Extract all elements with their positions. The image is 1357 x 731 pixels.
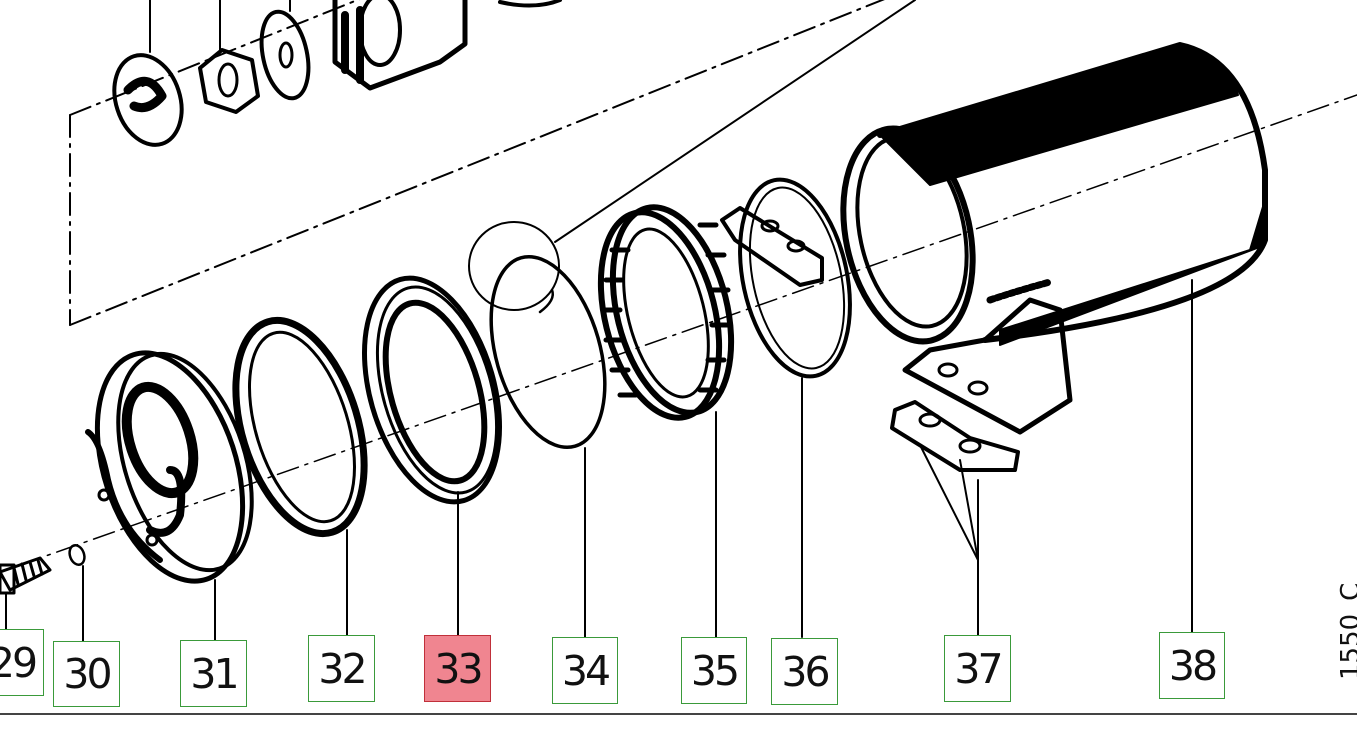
lower-assembly-axis	[69, 0, 885, 326]
bolt-part	[0, 556, 52, 631]
flat-ring-part	[361, 275, 503, 638]
callout-38[interactable]: 38	[1159, 632, 1225, 699]
parts-centerline	[19, 94, 1357, 566]
callout-29-label: 29	[0, 638, 38, 687]
end-cap-part	[85, 350, 254, 643]
mounting-shims-part	[890, 400, 1020, 638]
drawing-id-label: 1550_C	[1336, 582, 1357, 680]
upper-bearing-fragment	[498, 0, 562, 8]
callout-30-label: 30	[63, 650, 112, 698]
callout-30[interactable]: 30	[53, 641, 120, 707]
callout-34-label: 34	[561, 646, 611, 695]
callout-35[interactable]: 35	[681, 637, 747, 704]
bottom-divider	[0, 713, 1357, 715]
callout-33-label: 33	[434, 644, 483, 693]
washer-part-upper	[259, 0, 311, 101]
leader-line-top	[554, 0, 916, 243]
large-hex-nut-part	[332, 0, 468, 91]
callout-32-label: 32	[318, 644, 367, 693]
callout-37[interactable]: 37	[944, 635, 1011, 702]
cylinder-housing-part	[840, 42, 1268, 633]
callout-31[interactable]: 31	[180, 640, 247, 707]
callout-36[interactable]: 36	[771, 638, 838, 705]
small-washer-part	[68, 544, 86, 643]
callout-37-label: 37	[954, 644, 1003, 693]
callout-38-label: 38	[1168, 641, 1218, 690]
needle-bearing-part	[597, 204, 735, 638]
callout-32[interactable]: 32	[308, 635, 375, 702]
callout-35-label: 35	[690, 646, 740, 695]
callout-36-label: 36	[781, 647, 830, 696]
hex-nut-part	[198, 0, 260, 114]
hook-nut-part	[112, 0, 184, 147]
callout-33[interactable]: 33	[424, 635, 491, 702]
callout-31-label: 31	[190, 649, 239, 698]
snap-ring-part	[468, 221, 607, 638]
seal-ring-part	[232, 316, 368, 638]
callout-34[interactable]: 34	[552, 637, 618, 704]
callout-29[interactable]: 29	[0, 629, 44, 696]
clamp-ring-part	[720, 177, 852, 638]
